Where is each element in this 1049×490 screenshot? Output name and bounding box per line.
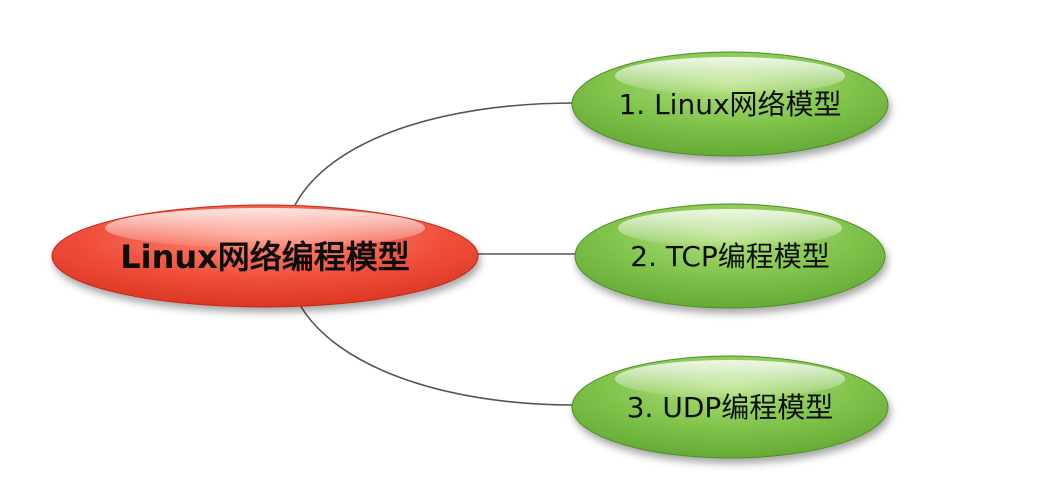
child-node-1-label: 1. Linux网络模型	[618, 88, 841, 121]
root-node-gloss	[105, 208, 425, 248]
connector-root-to-child-3	[299, 304, 576, 406]
child-node-1: 1. Linux网络模型	[571, 51, 889, 157]
child-node-1-gloss	[615, 57, 845, 95]
root-node: Linux网络编程模型	[51, 204, 479, 308]
connector-root-to-child-1	[294, 102, 576, 206]
child-node-3-label: 3. UDP编程模型	[627, 391, 834, 424]
child-node-3: 3. UDP编程模型	[571, 355, 889, 459]
child-node-3-gloss	[615, 360, 845, 398]
child-node-2-gloss	[618, 209, 842, 247]
child-node-2-label: 2. TCP编程模型	[630, 240, 830, 273]
child-node-2: 2. TCP编程模型	[574, 203, 886, 309]
root-node-label: Linux网络编程模型	[120, 238, 410, 276]
